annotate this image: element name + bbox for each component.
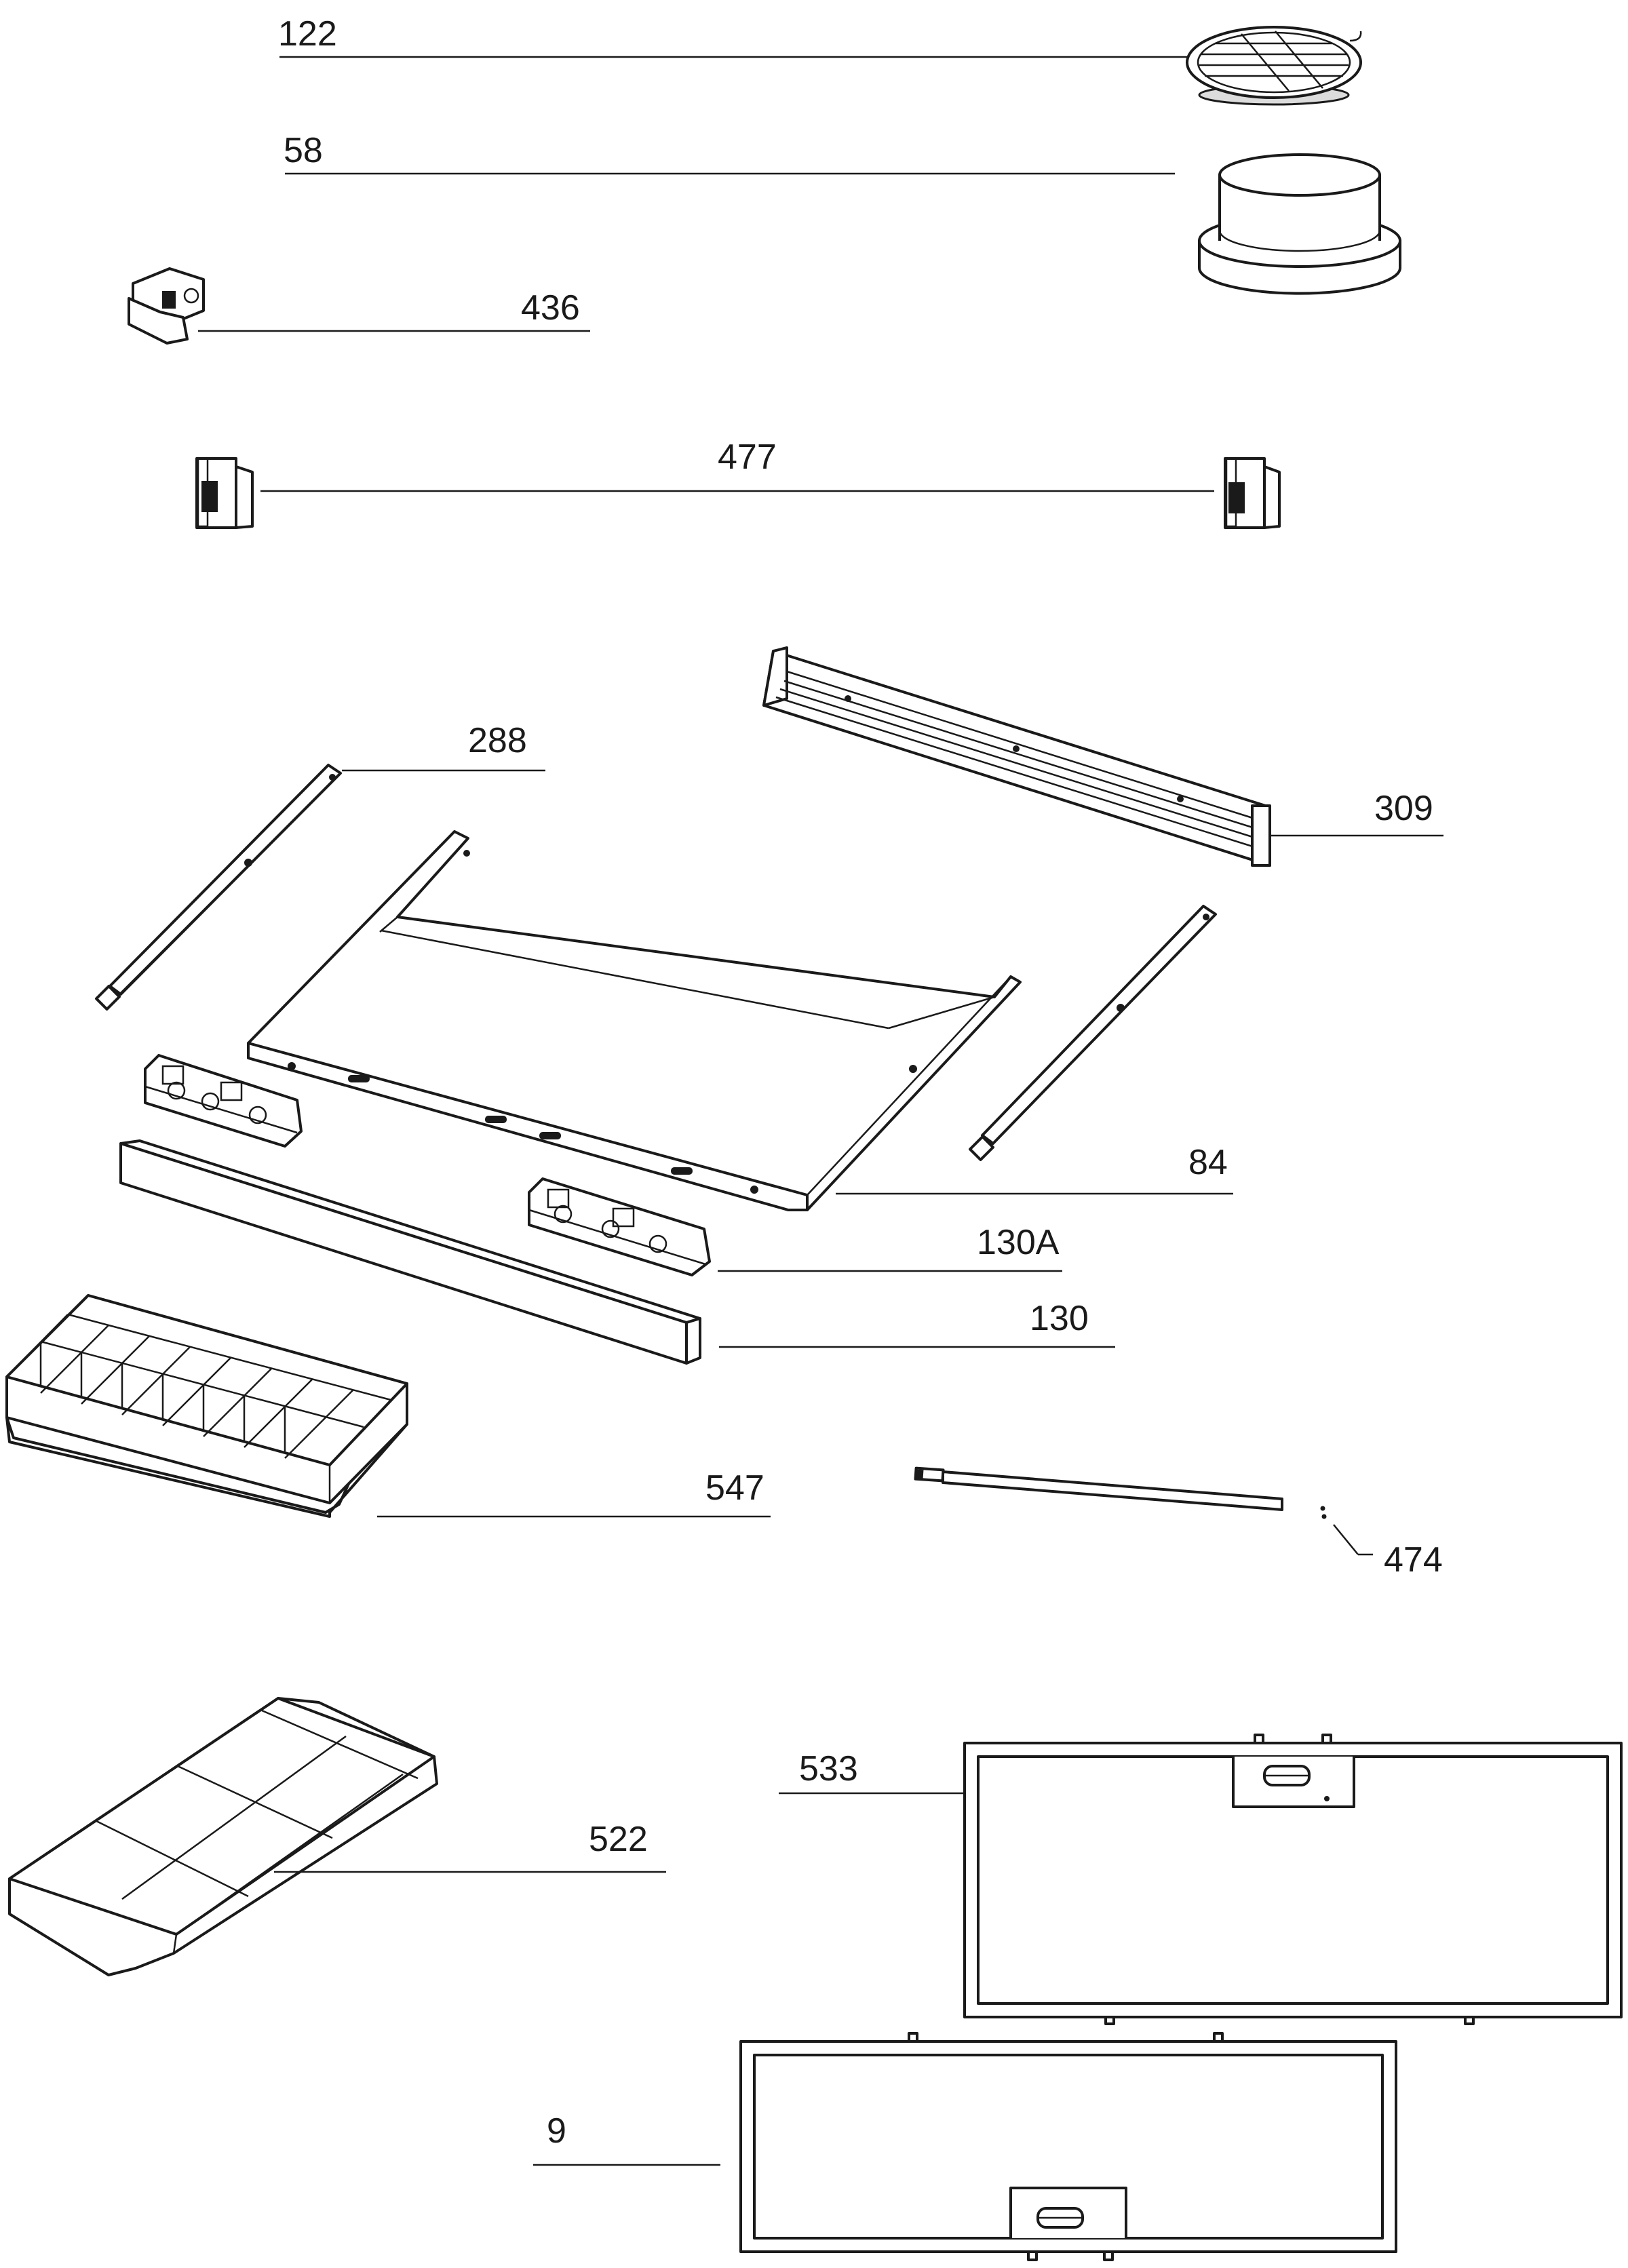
callout-130a: 130A [977,1223,1060,1262]
leader-474 [1333,1524,1359,1555]
part-9-grease-filter [739,2032,1397,2261]
callout-288: 288 [468,721,527,760]
part-130a-holder-right [528,1177,711,1276]
callout-436: 436 [521,288,580,328]
part-474-rod [914,1466,1327,1519]
callout-84: 84 [1188,1143,1228,1182]
callout-533: 533 [799,1749,858,1788]
part-58-duct-adapter [1198,153,1401,295]
part-130-front-strip [119,1139,701,1365]
part-309-front-panel [762,646,1271,867]
part-522-open-tray [8,1697,438,1976]
part-436-clip [128,267,205,345]
part-477-bracket-left [195,457,254,529]
callout-522: 522 [589,1820,648,1859]
part-288-side-rail-right [969,905,1217,1161]
part-130a-holder-left [144,1054,303,1148]
part-477-bracket-right [1224,457,1281,529]
callout-474: 474 [1384,1540,1443,1580]
callout-130: 130 [1030,1299,1089,1338]
part-288-side-rail [95,764,342,1011]
callout-477: 477 [718,437,777,477]
callout-547: 547 [705,1468,764,1508]
callout-9: 9 [547,2111,566,2151]
part-547-grid-tray [5,1294,408,1518]
part-122-round-grille [1186,26,1362,106]
callout-58: 58 [284,131,323,170]
callout-122: 122 [278,14,337,54]
part-533-grease-filter [963,1734,1623,2025]
part-84-chassis-tray [247,830,1022,1211]
callout-309: 309 [1374,789,1433,828]
